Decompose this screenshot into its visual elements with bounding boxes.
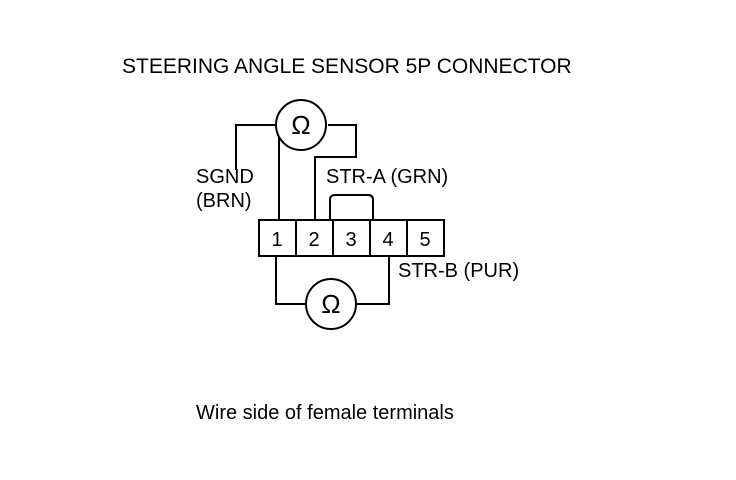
lower-ohmmeter: Ω [305, 278, 357, 330]
diagram-caption: Wire side of female terminals [196, 402, 454, 424]
connector-5p: 1 2 3 4 5 [258, 219, 445, 257]
upper-ohm-symbol: Ω [291, 110, 310, 140]
connector-terminal-4-cell [369, 219, 408, 257]
sgnd-color-label: (BRN) [196, 190, 252, 212]
str-b-label: STR-B (PUR) [398, 260, 519, 282]
terminal-1-label: 1 [271, 229, 282, 251]
connector-terminal-5-cell [406, 219, 445, 257]
upper-ohmmeter-body [275, 99, 327, 151]
jumper-wire-3-4 [329, 194, 374, 222]
terminal-2-label: 2 [308, 229, 319, 251]
terminal-5-label: 5 [419, 229, 430, 251]
lower-ohm-symbol: Ω [321, 289, 340, 319]
terminal-3-label: 3 [345, 229, 356, 251]
connector-terminal-3-cell [332, 219, 371, 257]
lower-meter-wire-right [357, 255, 390, 305]
str-a-label: STR-A (GRN) [326, 166, 448, 188]
sgnd-label: SGND [196, 166, 254, 188]
terminal-4-label: 4 [382, 229, 393, 251]
lower-meter-wire-left [275, 255, 305, 305]
upper-ohmmeter: Ω [275, 99, 327, 151]
lower-ohmmeter-body [305, 278, 357, 330]
diagram-title: STEERING ANGLE SENSOR 5P CONNECTOR [122, 55, 572, 78]
connector-terminal-2-cell [295, 219, 334, 257]
upper-meter-wire-right [314, 124, 357, 222]
